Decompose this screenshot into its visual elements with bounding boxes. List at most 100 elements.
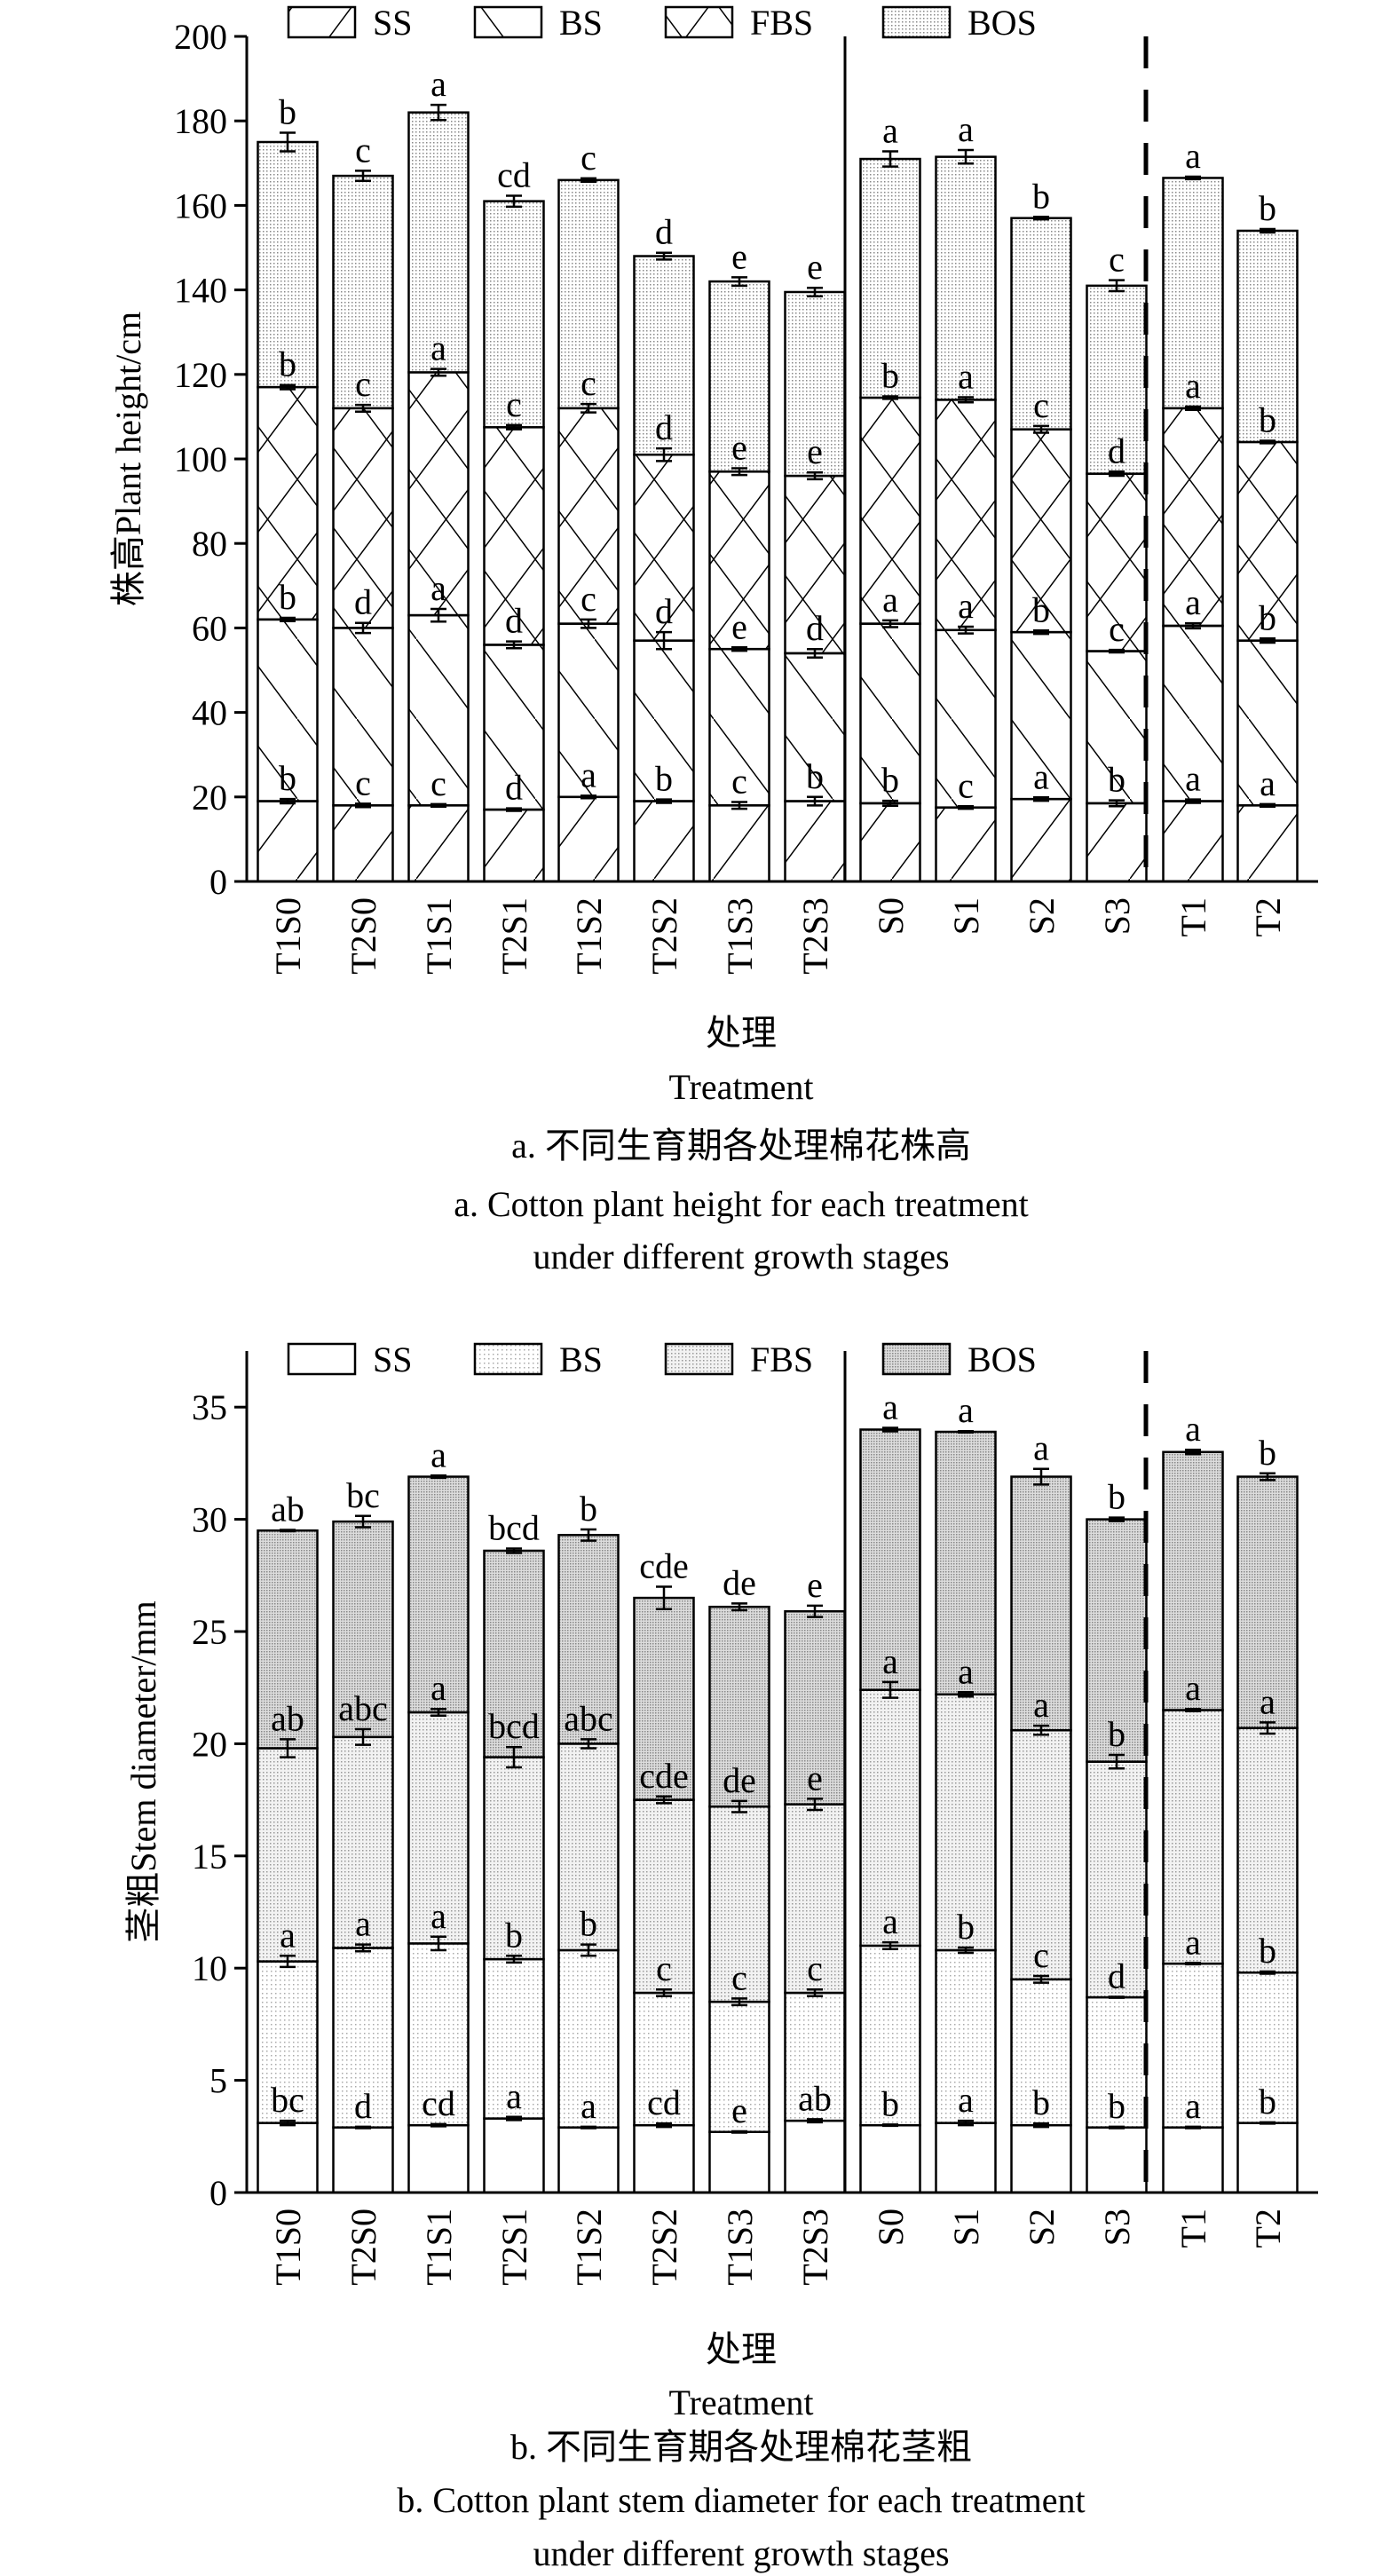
significance-letter: a [506,2076,522,2116]
bar-fbs-t1s3 [708,1805,770,2003]
bar-ss-t2s2 [633,800,695,883]
error-bar [355,1727,371,1746]
error-bar [1260,637,1276,644]
significance-letter: a [1033,1685,1049,1725]
y-tick-label: 60 [192,608,227,648]
legend-label-bos: BOS [968,1339,1037,1379]
error-bar [1185,798,1201,804]
significance-letter: d [655,407,673,447]
error-bar [807,647,823,659]
error-bar [1033,629,1049,636]
error-bar [1109,799,1125,808]
bar-ss-t1s3 [708,804,770,883]
x-tick-label: T1S3 [720,897,760,975]
error-bar [355,2125,371,2130]
significance-letter: a [882,1387,898,1426]
bar-ss-s0 [859,2123,921,2194]
significance-letter: a [430,328,446,368]
x-tick-label: S1 [946,897,986,935]
error-bar [958,625,974,635]
legend-label-bs: BS [559,3,603,43]
error-bar [807,1798,823,1812]
error-bar [506,2115,522,2122]
figure-caption-en-2: under different growth stages [533,1237,949,1276]
bar-ss-t2s0 [332,2126,394,2194]
error-bar [656,446,672,462]
error-bar [1109,1516,1125,1522]
significance-letter: c [731,762,747,802]
significance-letter: b [279,92,296,132]
significance-letter: b [279,344,296,384]
error-bar [807,1604,823,1618]
error-bar [958,1946,974,1955]
significance-letter: b [1108,760,1126,800]
significance-letter: de [723,1562,756,1602]
significance-letter: c [958,765,974,805]
error-bar [882,619,898,628]
figure-caption-en: a. Cotton plant height for each treatmen… [454,1184,1029,1224]
significance-letter: a [1185,1668,1201,1708]
bar-bos-t1 [1162,1450,1224,1711]
significance-letter: b [1108,1714,1126,1754]
x-tick-label: T2 [1248,897,1288,936]
legend-swatch-ss [287,5,357,39]
significance-letter: b [655,759,673,799]
legend-label-fbs: FBS [750,1339,813,1379]
error-bar [355,1943,371,1953]
bar-bos-s1 [935,1430,997,1696]
bar-bos-t2 [1236,229,1299,444]
error-bar [882,2123,898,2128]
bar-fbs-t2s1 [483,426,545,646]
significance-letter: a [882,1641,898,1681]
significance-letter: c [656,1948,672,1988]
error-bar [1033,1724,1049,1736]
significance-letter: de [723,1760,756,1800]
error-bar [581,402,596,414]
legend-label-ss: SS [373,3,413,43]
error-bar [882,1426,898,1433]
significance-letter: a [882,1901,898,1941]
y-axis-label: 株高Plant height/cm [108,312,148,606]
bar-ss-s3 [1086,2126,1148,2194]
significance-letter: cde [639,1756,689,1796]
error-bar [882,150,898,168]
error-bar [958,805,974,810]
significance-letter: c [1033,385,1049,425]
legend-label-fbs: FBS [750,3,813,43]
significance-letter: b [806,756,824,796]
significance-letter: a [280,1915,296,1955]
significance-letter: bcd [488,1507,540,1547]
significance-letter: a [430,1668,446,1708]
bar-bs-t1s0 [257,618,319,802]
error-bar [731,467,747,477]
x-tick-label: T2S2 [644,897,684,975]
error-bar [280,383,296,391]
y-tick-label: 160 [174,186,227,225]
significance-letter: b [279,758,296,798]
axes-layer [234,1351,1318,2194]
error-bar [958,1430,974,1434]
significance-letter: d [1108,431,1126,470]
significance-letter: b [580,1489,597,1529]
significance-letter: a [1185,582,1201,622]
significance-letter: b [1032,2082,1050,2122]
error-bar [1033,2122,1049,2129]
error-bar [1033,796,1049,802]
error-bar [807,795,823,807]
bar-bos-s2 [1010,1475,1072,1732]
axes-layer [234,35,1318,883]
bar-bos-t2s2 [633,1596,695,1801]
bar-bs-t2s1 [483,644,545,811]
error-bar [1260,1970,1276,1975]
significance-letter: a [1185,759,1201,799]
significance-letter: b [1259,597,1276,637]
error-bar [958,396,974,404]
bar-ss-t2s1 [483,808,545,883]
error-bar [1033,1974,1049,1984]
y-tick-label: 20 [192,778,227,818]
bar-ss-t1s0 [257,800,319,883]
bar-ss-t2 [1236,2122,1299,2194]
significance-letter: a [581,2086,596,2126]
x-tick-label: T2S0 [344,897,383,975]
